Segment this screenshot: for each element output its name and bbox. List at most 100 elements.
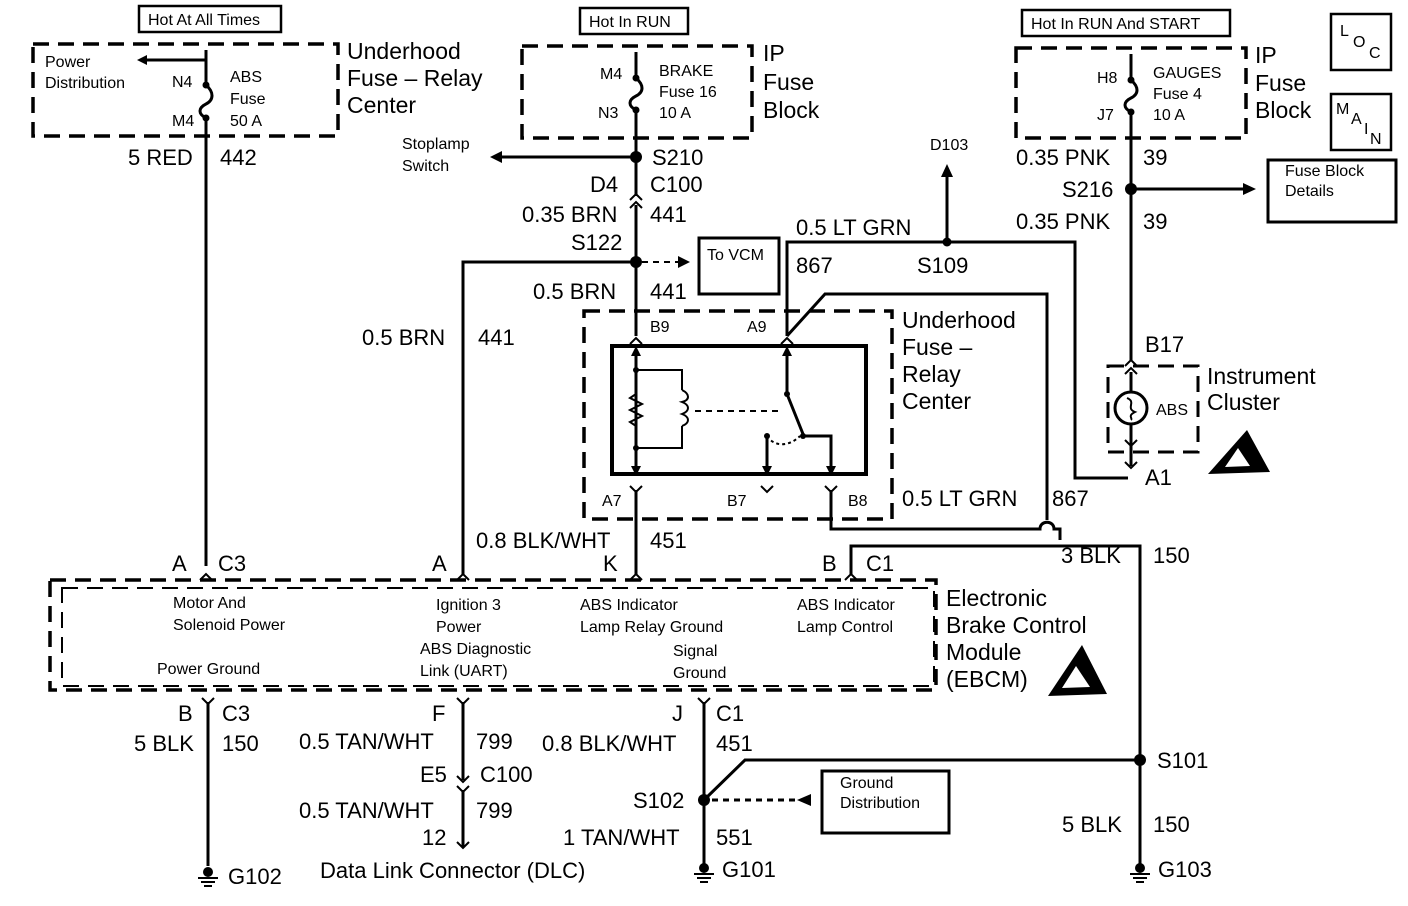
wire-tan1-circuit: 551 (716, 825, 753, 850)
ebcm-conn-c3-top: C3 (218, 551, 246, 576)
ebcm-fn-ign-1: Ignition 3 (436, 597, 501, 614)
ground-dist-1: Ground (840, 775, 893, 792)
s109-label: S109 (917, 253, 968, 278)
wire-tan1-label: 1 TAN/WHT (563, 825, 680, 850)
connector-d4: D4 (590, 172, 618, 197)
wire-ltgrn-bot-circuit: 867 (1052, 486, 1089, 511)
stoplamp-arrowhead (490, 151, 502, 163)
d103-label: D103 (930, 137, 968, 154)
underhood-fuse-block (31, 42, 340, 138)
pin-b7-chevron (760, 485, 774, 494)
instrument-cluster-block (1106, 364, 1200, 454)
ebcm-pin-b-c3: B (178, 701, 193, 726)
abs-fuse-name: ABS (230, 69, 262, 86)
s101-label: S101 (1157, 748, 1208, 773)
wire-blkwht08-circuit: 451 (650, 528, 687, 553)
wire-pnk-top-circuit: 39 (1143, 145, 1167, 170)
wire-blkwht08b-label: 0.8 BLK/WHT (542, 731, 676, 756)
wire-tan05b-circuit: 799 (476, 798, 513, 823)
ebcm-fn-power-ground: Power Ground (157, 661, 260, 678)
ebcm-pin-a-ign: A (432, 551, 447, 576)
ebcm-k-chevron (629, 572, 643, 581)
ground-g102-icon (198, 867, 218, 887)
fuse-details-2: Details (1285, 183, 1334, 200)
cluster-title-1: Instrument (1207, 363, 1316, 389)
pin-b9-chevron (629, 336, 643, 345)
ground-g101-icon (694, 863, 714, 883)
ebcm-fn-sig-gnd-2: Ground (673, 665, 726, 682)
ebcm-fn-uart-1: ABS Diagnostic (420, 641, 531, 658)
cluster-pin-a1: A1 (1145, 465, 1172, 490)
ebcm-conn-c3-bot: C3 (222, 701, 250, 726)
ebcm-pin-j: J (672, 701, 683, 726)
hot-in-run-start-box (1020, 8, 1232, 38)
wire-blk5-right-circuit: 150 (1153, 812, 1190, 837)
wire-441-to-ebcm (461, 260, 636, 574)
pin-a9-chevron (780, 336, 794, 345)
brake-fuse-pin-n3: N3 (598, 105, 619, 122)
ebcm-pin-b-c1: B (822, 551, 837, 576)
wire-pnk-bot-circuit: 39 (1143, 209, 1167, 234)
s216-label: S216 (1062, 177, 1113, 202)
ip-brake-title-3: Block (763, 97, 820, 123)
wire-867-relay-b8 (829, 490, 1062, 540)
ebcm-conn-c1-top: C1 (866, 551, 894, 576)
dlc-pin-12: 12 (422, 825, 446, 850)
wire-red-label: 5 RED (128, 145, 193, 170)
ebcm-fn-abs-relay-1: ABS Indicator (580, 597, 679, 614)
ebcm-inner-border (61, 587, 935, 687)
connector-c100-bot: C100 (480, 762, 533, 787)
to-vcm-box (697, 236, 781, 296)
wire-blkwht08-label: 0.8 BLK/WHT (476, 528, 610, 553)
ebcm-a-c3-chevron (199, 572, 213, 581)
relay-coil-winding (678, 389, 689, 427)
relay-pin-b9: B9 (650, 319, 670, 336)
stoplamp-label-1: Stoplamp (402, 136, 470, 153)
hot-in-run-box (578, 6, 690, 36)
connector-e5: E5 (420, 762, 447, 787)
ebcm-pin-f: F (432, 701, 445, 726)
abs-fuse-pin-n4: N4 (172, 74, 193, 91)
main-letter-i: I (1364, 121, 1368, 138)
loc-box (1329, 12, 1393, 72)
hot-at-all-times-box (137, 4, 283, 34)
wire-pnk-top-label: 0.35 PNK (1016, 145, 1110, 170)
brake-fuse-name: BRAKE (659, 63, 713, 80)
main-letter-m: M (1336, 101, 1349, 118)
d103-arrowhead (941, 164, 953, 177)
to-vcm-arrowhead (678, 256, 690, 268)
wire-blk5-left-circuit: 150 (222, 731, 259, 756)
ground-g102-label: G102 (228, 864, 282, 889)
cluster-title-2: Cluster (1207, 389, 1280, 415)
c100-chevron-top (629, 192, 643, 201)
abs-lamp-label: ABS (1156, 402, 1188, 419)
wire-blk5-right-label: 5 BLK (1062, 812, 1122, 837)
relay-title-3: Relay (902, 361, 961, 387)
ebcm-fn-abs-ctrl-1: ABS Indicator (797, 597, 896, 614)
ip-gauges-title-3: Block (1255, 97, 1312, 123)
loc-letter-c: C (1369, 45, 1381, 62)
underhood-title-1: Underhood (347, 38, 461, 64)
gauges-fuse-name: GAUGES (1153, 65, 1221, 82)
ebcm-block (48, 578, 938, 692)
ebcm-fn-sig-gnd-1: Signal (673, 643, 717, 660)
relay-pin-a7: A7 (602, 493, 622, 510)
main-letter-n: N (1370, 131, 1382, 148)
ebcm-fn-motor-1: Motor And (173, 595, 246, 612)
hot-in-run-start-label: Hot In RUN And START (1031, 16, 1200, 33)
wire-39-pnk (1123, 54, 1139, 360)
wire-red-circuit: 442 (220, 145, 257, 170)
loc-letter-l: L (1340, 23, 1349, 40)
brake-fuse-pin-m4: M4 (600, 66, 622, 83)
wire-brn035-label: 0.35 BRN (522, 202, 617, 227)
wire-867-ltgrn (785, 240, 1128, 480)
ebcm-pin-a-c3: A (172, 551, 187, 576)
ip-brake-title-1: IP (763, 40, 785, 66)
ground-g101-label: G101 (722, 857, 776, 882)
ebcm-fn-motor-2: Solenoid Power (173, 617, 286, 634)
ip-brake-title-2: Fuse (763, 69, 814, 95)
dlc-pin-chevron (456, 841, 470, 850)
main-box (1329, 92, 1393, 152)
hot-in-run-label: Hot In RUN (589, 14, 671, 31)
